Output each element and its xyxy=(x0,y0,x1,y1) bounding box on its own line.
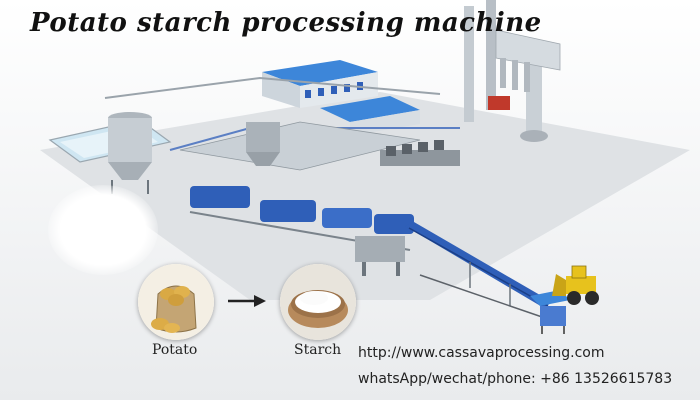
belt-conveyor xyxy=(405,222,552,319)
overhead-pipe xyxy=(104,76,441,99)
flash-dryer-tower xyxy=(464,0,561,142)
starch-bowl-icon xyxy=(280,264,356,340)
website-url[interactable]: http://www.cassavaprocessing.com xyxy=(358,345,605,361)
potato-label: Potato xyxy=(152,342,198,358)
washing-machines xyxy=(189,186,414,276)
hopper xyxy=(246,122,280,152)
ground-plate xyxy=(40,92,690,300)
flow-arrow-icon xyxy=(228,295,266,307)
contact-phone: whatsApp/wechat/phone: +86 13526615783 xyxy=(358,371,673,387)
highlight-spot xyxy=(48,185,158,275)
potato-thumbnail xyxy=(138,264,214,340)
starch-label: Starch xyxy=(294,342,342,358)
shed-wall xyxy=(350,110,420,136)
wheel-loader xyxy=(552,265,599,305)
separator-row xyxy=(380,140,460,166)
starch-thumbnail xyxy=(280,264,356,340)
receiving-hopper xyxy=(530,290,570,334)
potato-sack-icon xyxy=(138,264,214,340)
shed-roof xyxy=(320,96,420,122)
banner-title: Potato starch processing machine xyxy=(30,8,542,38)
factory-building xyxy=(262,60,378,108)
